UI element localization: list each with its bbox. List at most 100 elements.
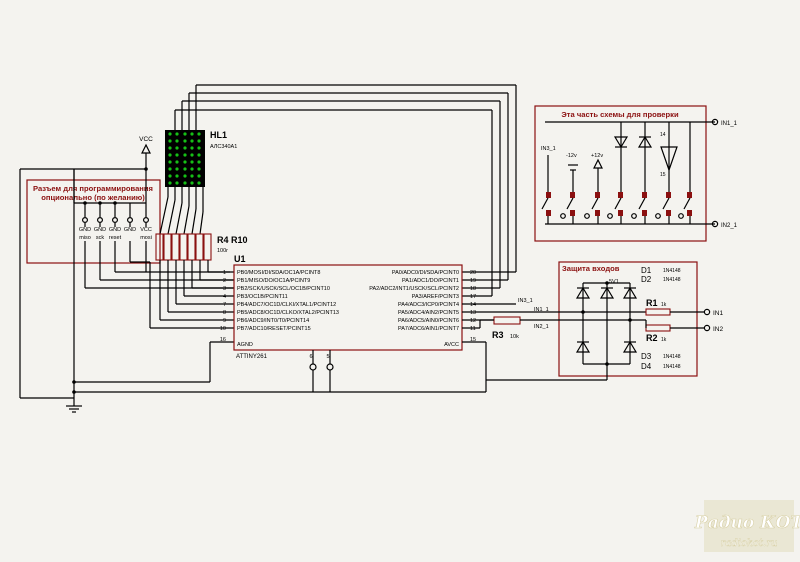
pin-name: PB3/OC1B/PCINT11 bbox=[237, 294, 288, 300]
pin-name: PB2/SCK/USCK/SCL/OC1B/PCINT10 bbox=[237, 286, 330, 292]
mcu-part: ATTINY261 bbox=[236, 354, 268, 360]
r3-value: 10k bbox=[510, 334, 519, 340]
test-pin-15: 15 bbox=[660, 172, 666, 178]
programming-box: Разъем для программирования опционально … bbox=[26, 179, 161, 288]
pin-num: 19 bbox=[470, 278, 476, 284]
pin-num: 7 bbox=[223, 302, 226, 308]
pin-num: 13 bbox=[470, 310, 476, 316]
avcc-pin-name: AVCC bbox=[444, 342, 459, 348]
pin-num: 8 bbox=[223, 310, 226, 316]
pin-num: 1 bbox=[223, 270, 226, 276]
d2-part: 1N4148 bbox=[663, 277, 681, 283]
agnd-pin-name: AGND bbox=[237, 342, 253, 348]
d4-part: 1N4148 bbox=[663, 364, 681, 370]
isp-pin-bottom-2: sck bbox=[96, 235, 105, 241]
r2-ref: R2 bbox=[646, 333, 658, 343]
watermark: Радио КОТ radiokot.ru bbox=[694, 500, 800, 552]
resistor-array-ref: R4 R10 bbox=[217, 235, 248, 245]
d3-part: 1N4148 bbox=[663, 354, 681, 360]
pin-name: PB7/ADC10/RESET/PCINT15 bbox=[237, 326, 311, 332]
protection-box: Защита входов D1 D2 1N4148 1N4148 D3 D4 … bbox=[486, 261, 724, 381]
pin-num: 11 bbox=[470, 326, 476, 332]
watermark-url: radiokot.ru bbox=[721, 538, 778, 549]
pin-name: PB0/MOSI/DI/SDA/OC1A/PCINT8 bbox=[237, 270, 320, 276]
test-switches bbox=[541, 122, 692, 224]
in2-terminal bbox=[703, 324, 711, 332]
pin-num: 18 bbox=[470, 286, 476, 292]
isp-pin-top-2: GND bbox=[94, 227, 106, 233]
d1-ref: D1 bbox=[641, 266, 652, 275]
pin-num: 12 bbox=[470, 318, 476, 324]
test-plus12: +12v bbox=[591, 153, 603, 159]
isp-pin-top-1: GND bbox=[79, 227, 91, 233]
led-matrix: HL1 АЛС340А1 bbox=[159, 84, 517, 297]
net-in3-label: IN3_1 bbox=[518, 298, 533, 304]
pin-num: 4 bbox=[223, 294, 226, 300]
pin-name: PB4/ADC7/OC1D/CLKI/XTAL1/PCINT12 bbox=[237, 302, 336, 308]
isp-pin-top-4: GND bbox=[124, 227, 136, 233]
isp-pin-bottom-5: mosi bbox=[140, 235, 152, 241]
resistor-array-value: 100r bbox=[217, 248, 228, 254]
r3-ref: R3 bbox=[492, 330, 504, 340]
pin-num: 17 bbox=[470, 294, 476, 300]
test-out-2: IN2_1 bbox=[721, 223, 738, 229]
mcu-ref: U1 bbox=[234, 254, 246, 264]
ground-symbol bbox=[66, 400, 82, 413]
programming-box-title-2: опционально (по желанию) bbox=[41, 193, 145, 202]
pin-name: PA0/ADC0/DI/SDA/PCINT0 bbox=[392, 270, 459, 276]
isp-pin-top-3: GND bbox=[109, 227, 121, 233]
test-box: Эта часть схемы для проверки IN1_1 IN2_1… bbox=[534, 105, 738, 242]
pin-num: 2 bbox=[223, 278, 226, 284]
pin-name: PA4/ADC3/ICP0/PCINT4 bbox=[398, 302, 459, 308]
pin-num: 14 bbox=[470, 302, 476, 308]
mcu-right-pins: 20 19 18 17 14 13 12 11 PA0/ADC0/DI/SDA/… bbox=[369, 270, 476, 332]
pin-name: PA2/ADC2/INT1/USCK/SCL/PCINT2 bbox=[369, 286, 459, 292]
pin-name: PA5/ADC4/AIN2/PCINT5 bbox=[398, 310, 459, 316]
isp-pin-bottom-1: miso bbox=[79, 235, 91, 241]
r1-ref: R1 bbox=[646, 298, 658, 308]
isp-connector: GND GND GND GND VCC miso sck reset mosi bbox=[74, 201, 152, 288]
pin-name: PA1/ADC1/DO/PCINT1 bbox=[402, 278, 459, 284]
isp-wires bbox=[85, 261, 234, 329]
in1-label: IN1 bbox=[713, 310, 724, 317]
r2-value: 1k bbox=[661, 337, 667, 343]
vcc-label: VCC bbox=[139, 136, 153, 143]
test-diodes bbox=[613, 135, 678, 172]
pin-num: 10 bbox=[220, 326, 226, 332]
watermark-logo: Радио КОТ bbox=[694, 513, 800, 533]
test-pin-14: 14 bbox=[660, 132, 666, 138]
isp-pin-bottom-3: reset bbox=[109, 235, 122, 241]
display-ref: HL1 bbox=[210, 130, 227, 140]
agnd-pin-num: 16 bbox=[220, 337, 226, 343]
protection-title: Защита входов bbox=[562, 264, 620, 273]
d1-part: 1N4148 bbox=[663, 268, 681, 274]
pin-name: PB1/MISO/DO/OC1A/PCINT9 bbox=[237, 278, 310, 284]
avcc-pin-num: 15 bbox=[470, 337, 476, 343]
bottom-pin-6: 6 bbox=[309, 354, 312, 360]
test-out-1: IN1_1 bbox=[721, 121, 738, 127]
net-in2-label: IN2_1 bbox=[534, 324, 549, 330]
zener-label: 5V1 bbox=[609, 279, 619, 285]
net-in1-label: IN1_1 bbox=[534, 307, 549, 313]
mcu-u1: U1 ATTINY261 1 2 3 4 7 8 9 10 PB0/MOSI/D… bbox=[72, 254, 516, 394]
d3-ref: D3 bbox=[641, 352, 652, 361]
pin-name: PB5/ADC8/OC1D/CLKO/XTAL2/PCINT13 bbox=[237, 310, 339, 316]
display-part: АЛС340А1 bbox=[210, 144, 237, 150]
led-dot-grid bbox=[168, 132, 201, 185]
pin-name: PA3/AREF/PCINT3 bbox=[412, 294, 459, 300]
vcc-symbol: VCC bbox=[139, 136, 153, 217]
d2-ref: D2 bbox=[641, 275, 652, 284]
test-in3: IN3_1 bbox=[541, 146, 556, 152]
r1-value: 1k bbox=[661, 302, 667, 308]
in2-label: IN2 bbox=[713, 326, 724, 333]
pin-num: 20 bbox=[470, 270, 476, 276]
pin-num: 9 bbox=[223, 318, 226, 324]
pin-name: PA6/ADC5/AIN0/PCINT6 bbox=[398, 318, 459, 324]
d4-ref: D4 bbox=[641, 362, 652, 371]
test-box-title: Эта часть схемы для проверки bbox=[561, 110, 679, 119]
in1-terminal bbox=[703, 308, 711, 316]
pin-num: 3 bbox=[223, 286, 226, 292]
pin-name: PB6/ADC9/INT0/T0/PCINT14 bbox=[237, 318, 309, 324]
r3-resistor: R3 10k IN3_1 IN1_1 IN2_1 bbox=[479, 298, 556, 340]
